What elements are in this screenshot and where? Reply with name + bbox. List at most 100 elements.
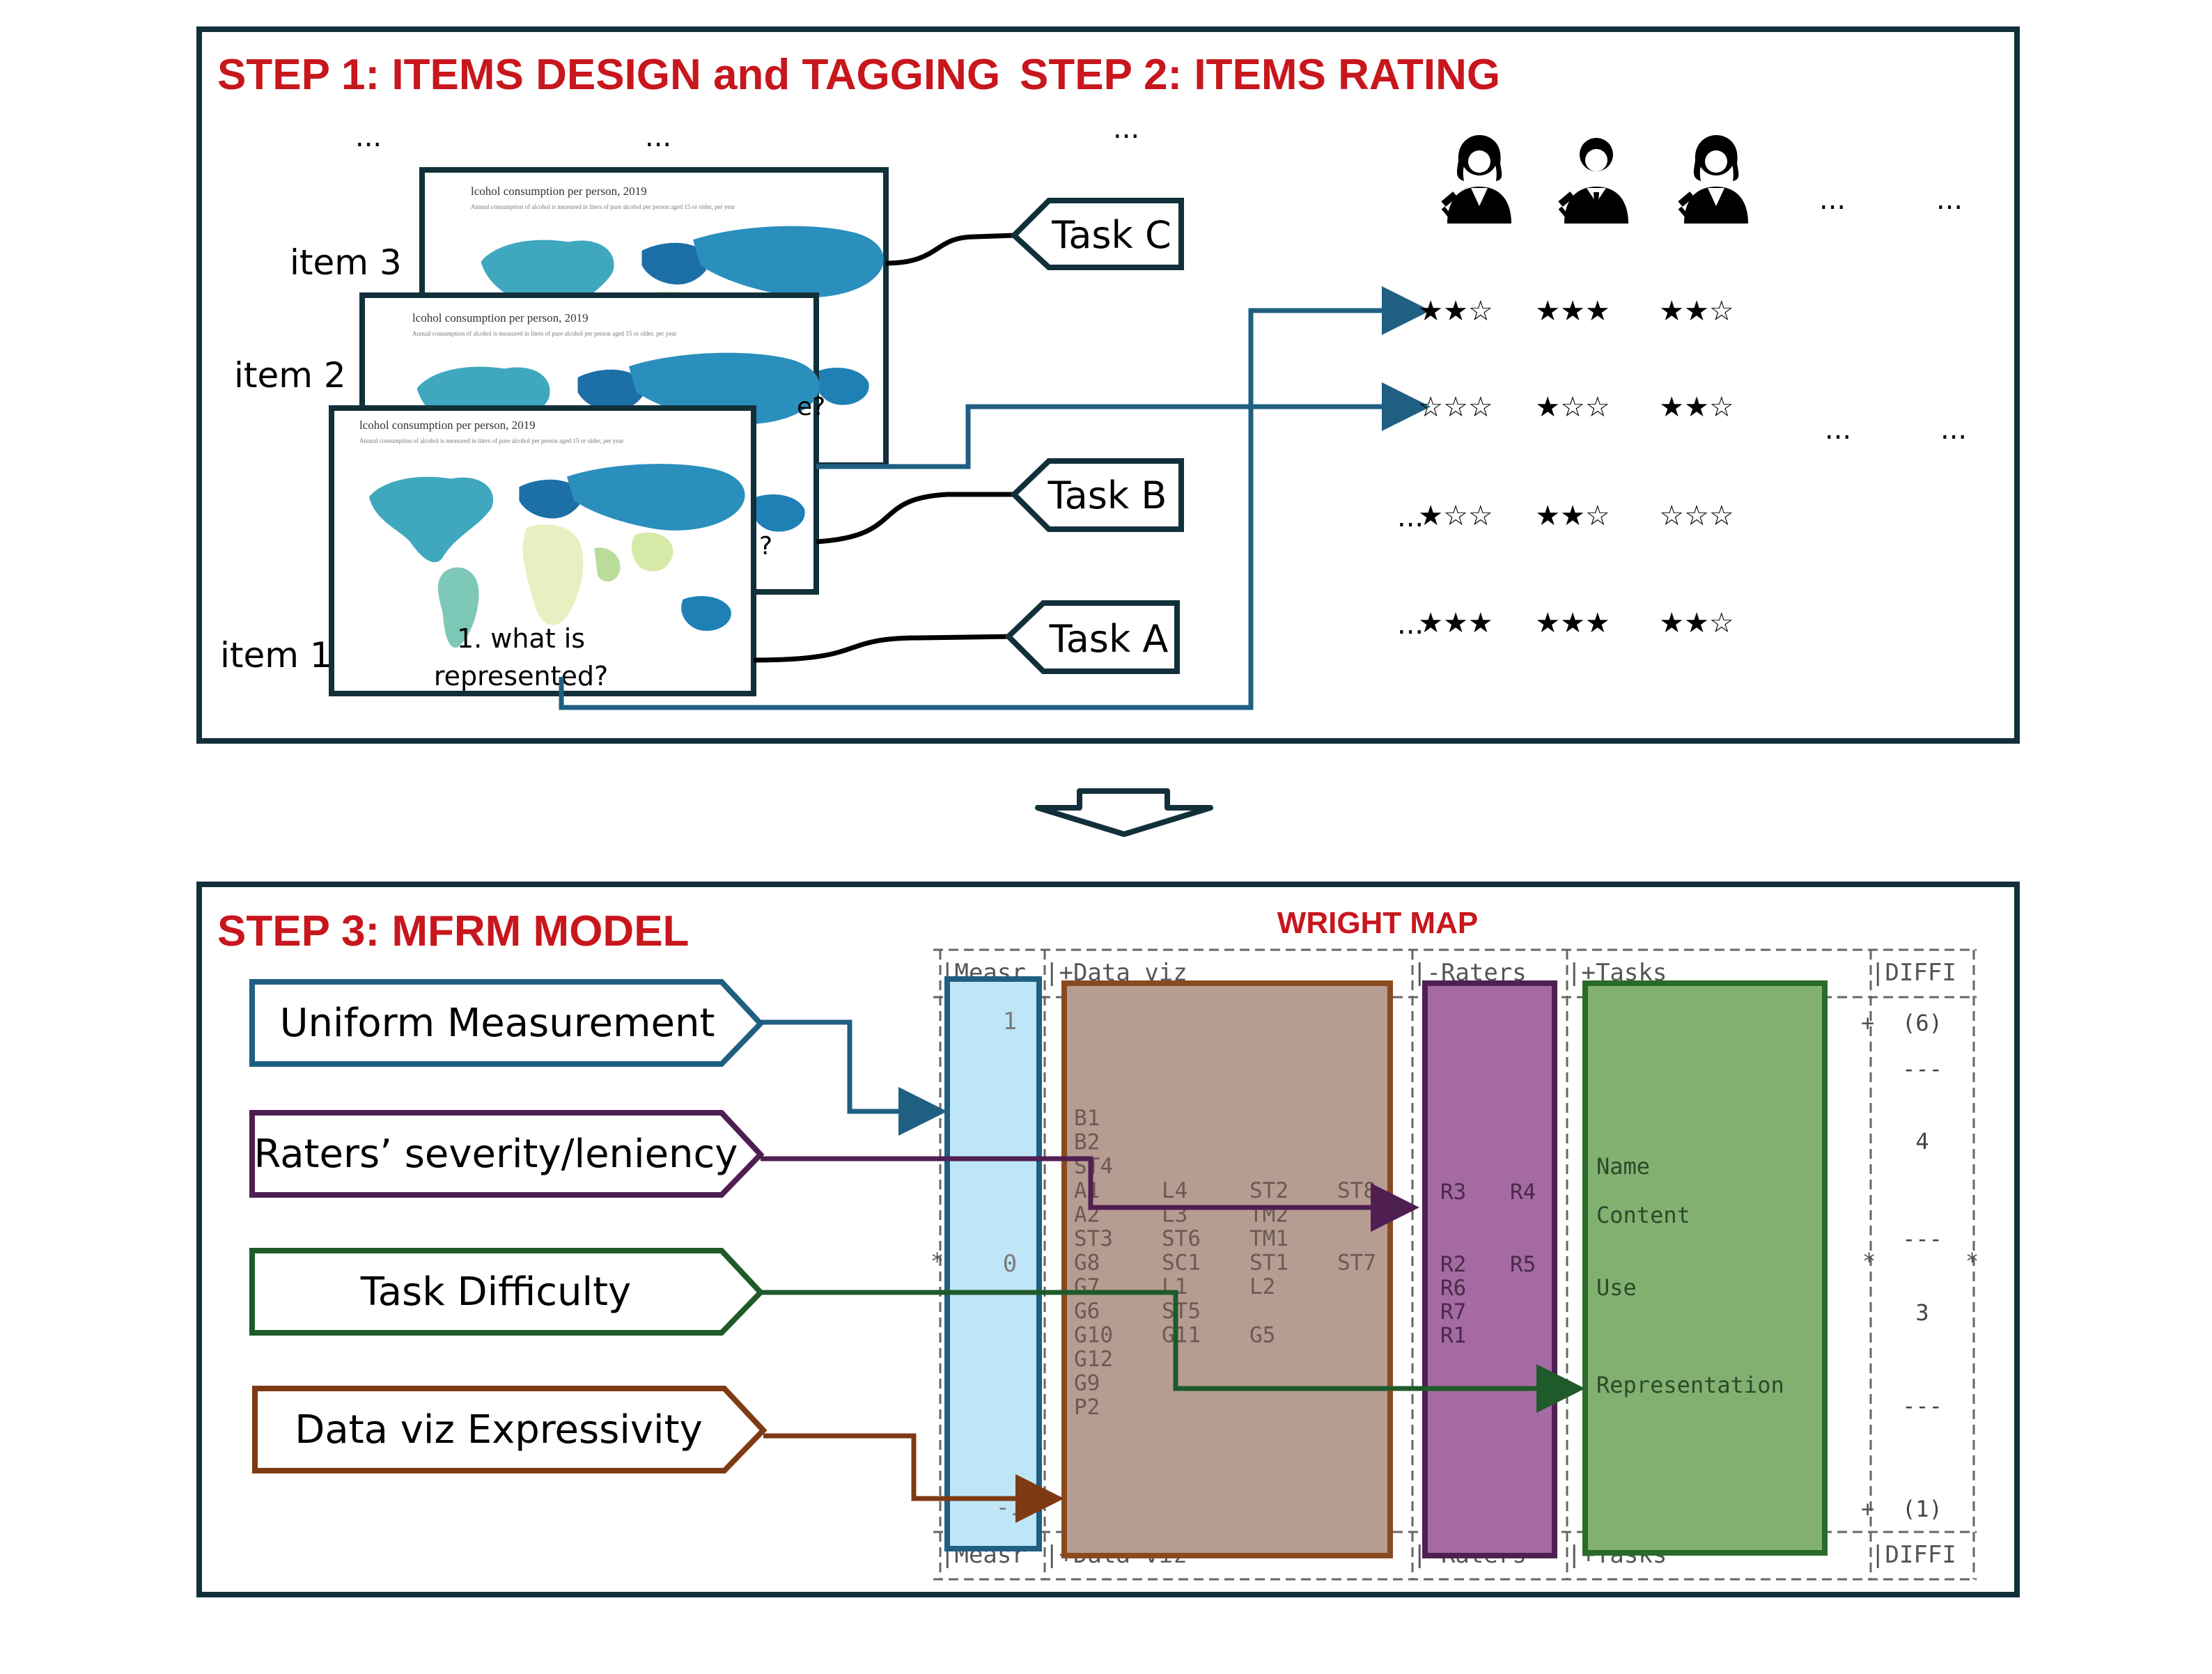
dataviz-item-label: TM1 (1249, 1226, 1288, 1251)
concept-label: Task Difficulty (360, 1269, 631, 1315)
task-name-label: Content (1596, 1202, 1690, 1228)
card-map-subtitle: Annual consumption of alcohol is measure… (471, 203, 735, 210)
rater-icon-1 (1441, 135, 1511, 224)
dataviz-item-label: ST7 (1337, 1251, 1376, 1276)
rater-label: R3 (1440, 1180, 1466, 1205)
dataviz-item-label: G5 (1249, 1322, 1275, 1347)
concept-label: Raters’ severity/leniency (254, 1132, 738, 1177)
concept-tag-raters-severity: Raters’ severity/leniency (249, 1110, 765, 1198)
task-tag-a-label: Task A (1049, 617, 1169, 661)
star-rating: ★☆☆ (1418, 500, 1493, 532)
difficulty-label: --- (1902, 1226, 1942, 1252)
connector-item1-taskA (753, 634, 1015, 663)
dataviz-item-label: ST8 (1337, 1178, 1376, 1203)
star-rating: ★★☆ (1535, 500, 1610, 532)
more-raters-ellipsis-1: ... (1819, 184, 1846, 216)
concept-tag-dataviz-expressivity: Data viz Expressivity (252, 1386, 768, 1473)
header-diffi: |DIFFI (1871, 959, 1956, 987)
rating-trail-ellipsis: ... (1825, 414, 1851, 446)
dataviz-column (1061, 980, 1393, 1558)
task-name-label: Name (1596, 1153, 1650, 1180)
step1-title: STEP 1: ITEMS DESIGN and TAGGING (217, 51, 1000, 99)
item-label-1: item 1 (220, 635, 332, 675)
dataviz-item-label: G12 (1074, 1347, 1113, 1372)
rating-lead-ellipsis: ... (1397, 609, 1424, 641)
task-tag-b-label: Task B (1047, 474, 1167, 517)
dataviz-item-label: G11 (1162, 1322, 1201, 1347)
task-name-label: Use (1596, 1274, 1637, 1301)
measure-value-1: 1 (1003, 1008, 1017, 1035)
ratings-grid: ★★☆★★★★★☆☆☆☆★☆☆★★☆.........★☆☆★★☆☆☆☆...★… (1397, 295, 1967, 641)
dataviz-item-label: A1 (1074, 1178, 1100, 1203)
measure-column (944, 976, 1042, 1551)
dataviz-item-label: L2 (1249, 1274, 1275, 1299)
difficulty-label: 3 (1915, 1299, 1929, 1326)
star-rating: ★★★ (1418, 607, 1493, 639)
card-map-title: lcohol consumption per person, 2019 (359, 419, 536, 432)
plus-bottom-right: + (1861, 1496, 1874, 1522)
raters-column (1422, 980, 1557, 1558)
item-label-3: item 3 (290, 242, 402, 283)
items-ellipsis-left: ... (355, 121, 382, 153)
star-rating: ★★☆ (1418, 295, 1493, 327)
rater-label: R4 (1510, 1180, 1536, 1205)
rater-icon-3 (1678, 135, 1748, 224)
arrow-raters-to-raterscol (761, 1156, 1419, 1232)
top-panel-frame (196, 26, 2020, 744)
wright-map-title: WRIGHT MAP (1277, 906, 1478, 940)
tasks-column (1582, 980, 1828, 1556)
step3-title: STEP 3: MFRM MODEL (217, 907, 689, 955)
rater-label: R6 (1440, 1276, 1466, 1301)
star-rating: ☆☆☆ (1418, 391, 1493, 423)
difficulty-labels: (6)---4---3---(1) (1902, 1010, 1942, 1522)
star-rating: ★★★ (1535, 607, 1610, 639)
row-asterisk-right: * (1965, 1248, 1979, 1274)
rater-label: R5 (1510, 1252, 1536, 1277)
card-map-subtitle: Annual consumption of alcohol is measure… (359, 437, 623, 444)
dataviz-item-label: G8 (1074, 1251, 1100, 1276)
connector-item3-taskC (885, 233, 1015, 266)
row-asterisk-left: * (930, 1248, 944, 1274)
task-name-label: Representation (1596, 1372, 1784, 1398)
dataviz-item-label: ST5 (1162, 1299, 1201, 1324)
connector-item2-taskB (816, 492, 1014, 545)
item-card-1: lcohol consumption per person, 2019 Annu… (329, 405, 772, 696)
task-tag-b: Task B (1010, 458, 1184, 532)
rating-lead-ellipsis: ... (1397, 501, 1424, 533)
task-tag-a: Task A (1004, 600, 1180, 674)
star-rating: ☆☆☆ (1659, 500, 1734, 532)
dataviz-item-label: SC1 (1162, 1251, 1201, 1276)
dataviz-item-label: P2 (1074, 1395, 1100, 1420)
star-rating: ★★☆ (1659, 607, 1734, 639)
arrow-dataviz-to-datavizcol (763, 1433, 1064, 1523)
dataviz-item-label: ST3 (1074, 1226, 1113, 1251)
arrow-uniform-to-measure (761, 1019, 947, 1136)
concept-tag-uniform-measurement: Uniform Measurement (249, 979, 765, 1067)
star-rating: ★★☆ (1659, 391, 1734, 423)
task-tag-c-label: Task C (1051, 213, 1171, 257)
row-asterisk-tasks: * (1862, 1248, 1876, 1274)
star-rating: ★★★ (1535, 295, 1610, 327)
rater-label: R1 (1440, 1323, 1466, 1348)
difficulty-label: --- (1902, 1393, 1942, 1419)
arrow-item1-to-ratings (559, 286, 1431, 710)
dataviz-item-label: G10 (1074, 1322, 1113, 1347)
concept-tag-task-difficulty: Task Difficulty (249, 1248, 765, 1336)
item1-question-peek: ? (759, 532, 772, 561)
dataviz-item-label: B1 (1074, 1106, 1100, 1131)
card-map-title: lcohol consumption per person, 2019 (471, 185, 647, 198)
dataviz-item-label: ST1 (1249, 1251, 1288, 1276)
step-transition-arrow (1035, 788, 1213, 837)
item1-question-line2: represented? (434, 661, 608, 691)
step2-title: STEP 2: ITEMS RATING (1020, 51, 1500, 99)
difficulty-label: --- (1902, 1056, 1942, 1082)
dataviz-item-label: L4 (1162, 1178, 1187, 1203)
difficulty-label: (1) (1902, 1496, 1942, 1522)
item2-question-peek: e? (797, 393, 825, 421)
tasks-ellipsis: ... (1113, 113, 1139, 145)
dataviz-item-label: G6 (1074, 1299, 1100, 1324)
